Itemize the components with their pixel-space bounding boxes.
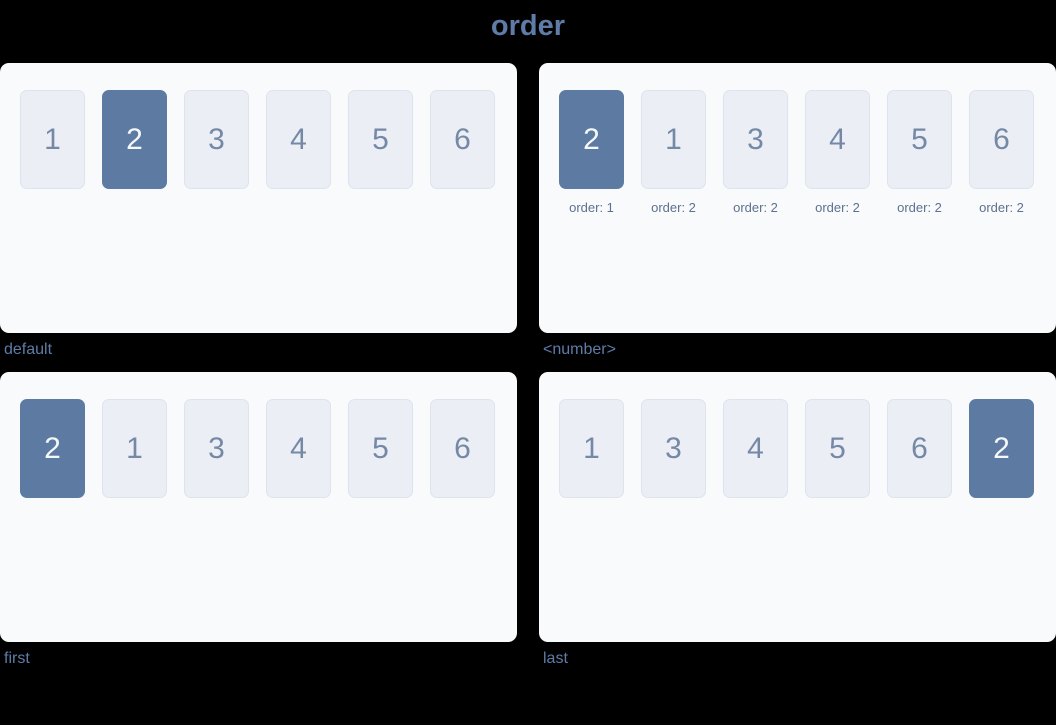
example-number[interactable]: 2 order: 1 1 order: 2 3 order: 2 4 order…	[539, 63, 1056, 359]
flex-item-1: 1	[102, 399, 167, 498]
flex-item-wrap: 4 order: 2	[805, 90, 870, 215]
example-first[interactable]: 2 1 3 4 5 6 first	[0, 372, 517, 668]
flex-item-wrap: 1 order: 2	[641, 90, 706, 215]
flex-item-4: 4	[266, 90, 331, 189]
flex-item-5: 5	[805, 399, 870, 498]
flex-item-wrap: 6 order: 2	[969, 90, 1034, 215]
example-label-default: default	[4, 341, 53, 358]
flex-item-2: 2	[20, 399, 85, 498]
example-last[interactable]: 1 3 4 5 6 2 last	[539, 372, 1056, 668]
example-label-last: last	[543, 650, 568, 667]
flex-item-6: 6	[969, 90, 1034, 189]
flex-item-5: 5	[348, 399, 413, 498]
flex-item-4: 4	[723, 399, 788, 498]
example-label-number: <number>	[543, 341, 616, 358]
flex-items-row: 2 1 3 4 5 6	[20, 399, 497, 498]
flex-item-2: 2	[102, 90, 167, 189]
order-caption: order: 2	[733, 200, 778, 215]
flex-item-3: 3	[184, 90, 249, 189]
order-property-demo-page: order 1 2 3 4 5 6 default 2	[0, 10, 1056, 668]
example-label-first: first	[4, 650, 30, 667]
flex-item-5: 5	[348, 90, 413, 189]
order-caption: order: 2	[979, 200, 1024, 215]
order-caption: order: 2	[897, 200, 942, 215]
order-caption: order: 1	[569, 200, 614, 215]
flex-item-1: 1	[641, 90, 706, 189]
flex-item-4: 4	[805, 90, 870, 189]
flex-item-1: 1	[559, 399, 624, 498]
examples-grid: 1 2 3 4 5 6 default 2 order: 1	[0, 63, 1056, 668]
flex-item-1: 1	[20, 90, 85, 189]
flex-item-6: 6	[430, 90, 495, 189]
flex-item-wrap: 5 order: 2	[887, 90, 952, 215]
flex-container-default: 1 2 3 4 5 6	[0, 63, 517, 333]
flex-items-row: 1 3 4 5 6 2	[559, 399, 1036, 498]
flex-item-wrap: 3 order: 2	[723, 90, 788, 215]
flex-item-2: 2	[969, 399, 1034, 498]
order-caption: order: 2	[651, 200, 696, 215]
flex-item-6: 6	[887, 399, 952, 498]
flex-container-number: 2 order: 1 1 order: 2 3 order: 2 4 order…	[539, 63, 1056, 333]
example-default[interactable]: 1 2 3 4 5 6 default	[0, 63, 517, 359]
flex-item-3: 3	[723, 90, 788, 189]
flex-item-3: 3	[184, 399, 249, 498]
flex-item-3: 3	[641, 399, 706, 498]
flex-container-first: 2 1 3 4 5 6	[0, 372, 517, 642]
flex-item-4: 4	[266, 399, 331, 498]
flex-items-row: 1 2 3 4 5 6	[20, 90, 497, 189]
flex-item-wrap: 2 order: 1	[559, 90, 624, 215]
flex-item-6: 6	[430, 399, 495, 498]
flex-item-5: 5	[887, 90, 952, 189]
page-title: order	[490, 10, 566, 42]
order-caption: order: 2	[815, 200, 860, 215]
flex-container-last: 1 3 4 5 6 2	[539, 372, 1056, 642]
flex-items-row: 2 order: 1 1 order: 2 3 order: 2 4 order…	[559, 90, 1036, 215]
flex-item-2: 2	[559, 90, 624, 189]
